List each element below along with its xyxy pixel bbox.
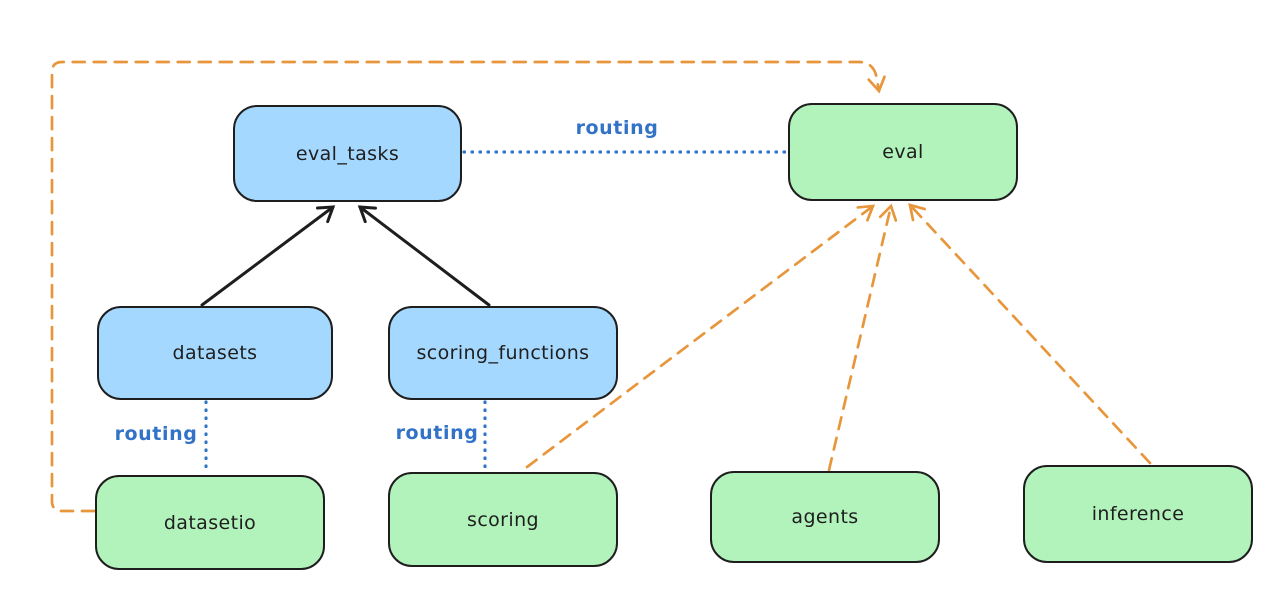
edge-inference-to-eval[interactable] <box>908 203 1152 465</box>
node-scoring-functions[interactable]: scoring_functions <box>388 306 618 400</box>
node-agents-label: agents <box>791 506 859 528</box>
edge-scoring-functions-to-eval-tasks[interactable] <box>357 205 491 307</box>
edge-datasetio-to-eval[interactable] <box>50 60 886 513</box>
node-scoring[interactable]: scoring <box>388 472 618 567</box>
edge-label-routing-top[interactable]: routing <box>575 117 659 139</box>
node-eval[interactable]: eval <box>788 103 1018 201</box>
node-agents[interactable]: agents <box>710 471 940 563</box>
node-scoring-label: scoring <box>467 508 539 531</box>
edge-datasets-to-eval-tasks[interactable] <box>200 205 336 307</box>
node-eval-tasks[interactable]: eval_tasks <box>233 105 462 202</box>
node-eval-tasks-label: eval_tasks <box>295 142 400 165</box>
node-datasetio[interactable]: datasetio <box>95 475 325 570</box>
node-datasets-label: datasets <box>172 342 258 364</box>
node-inference[interactable]: inference <box>1023 465 1253 563</box>
node-inference-label: inference <box>1091 503 1185 525</box>
node-scoring-functions-label: scoring_functions <box>416 342 590 364</box>
node-datasets[interactable]: datasets <box>97 306 333 400</box>
node-datasetio-label: datasetio <box>163 511 257 534</box>
edge-scoring-to-eval[interactable] <box>525 204 876 469</box>
node-eval-label: eval <box>882 141 924 163</box>
edge-agents-to-eval[interactable] <box>827 203 898 472</box>
edge-label-routing-left[interactable]: routing <box>114 423 198 445</box>
edge-label-routing-middle[interactable]: routing <box>395 422 479 444</box>
